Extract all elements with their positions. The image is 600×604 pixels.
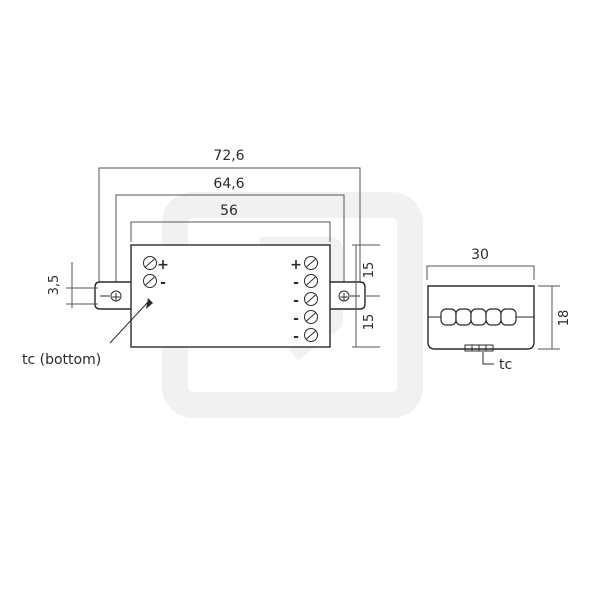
right-terminal-mark-4: - — [293, 311, 299, 327]
dimension-body-length-label: 56 — [220, 203, 238, 219]
front-view: 72,6 64,6 56 + + — [22, 148, 380, 368]
device-body — [130, 244, 331, 348]
right-mounting-tab: + — [330, 281, 366, 310]
dimension-overall-length: 72,6 — [98, 148, 361, 290]
dimension-tab-height-label: 3,5 — [47, 275, 62, 296]
dimension-right-upper-label: 15 — [362, 262, 377, 279]
left-terminal-minus: - — [160, 275, 166, 291]
screw-terminal-icon — [304, 310, 318, 324]
screw-terminal-icon — [304, 328, 318, 342]
screw-terminal-icon — [304, 256, 318, 270]
right-terminal-block: + - - - - — [290, 256, 318, 345]
dimension-mounting-distance: 64,6 — [115, 176, 345, 290]
tc-point-marker — [109, 298, 153, 344]
right-terminal-mark-5: - — [293, 329, 299, 345]
tc-side-label: tc — [499, 357, 512, 373]
right-tab-plus-mark: + — [339, 290, 349, 304]
dimension-tab-height: 3,5 — [47, 262, 98, 308]
right-terminal-mark-2: - — [293, 275, 299, 291]
dimension-right-vertical: 15 15 — [352, 244, 380, 348]
left-mounting-tab: + — [94, 281, 131, 310]
right-terminal-mark-3: - — [293, 293, 299, 309]
dimension-side-width: 30 — [426, 247, 535, 280]
dimension-side-height: 18 — [538, 285, 572, 350]
tc-side-leader — [482, 352, 494, 365]
dimension-side-width-label: 30 — [471, 247, 489, 263]
dimension-right-lower-label: 15 — [362, 314, 377, 331]
dimension-overall-length-label: 72,6 — [213, 148, 244, 164]
left-terminal-block: + - — [143, 256, 169, 291]
screw-terminal-icon — [304, 274, 318, 288]
right-terminal-mark-1: + — [290, 257, 302, 273]
left-tab-plus-mark: + — [111, 290, 121, 304]
side-terminal-row — [440, 308, 517, 326]
tc-bottom-label: tc (bottom) — [22, 352, 101, 368]
screw-terminal-icon — [304, 292, 318, 306]
dimension-mounting-distance-label: 64,6 — [213, 176, 244, 192]
screw-terminal-icon — [143, 256, 157, 270]
left-terminal-plus: + — [157, 257, 169, 273]
screw-terminal-icon — [143, 274, 157, 288]
dimension-side-height-label: 18 — [557, 310, 572, 327]
dimension-body-length: 56 — [130, 203, 331, 242]
side-view: 30 tc 18 — [426, 247, 572, 373]
